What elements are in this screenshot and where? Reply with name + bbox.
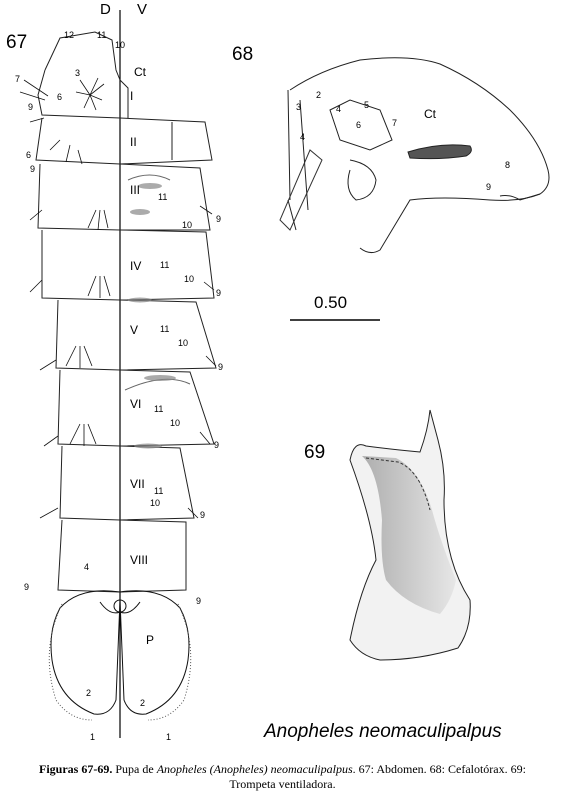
paddles: [48, 590, 192, 721]
svg-text:2: 2: [316, 90, 321, 100]
ct-label-67: Ct: [134, 65, 147, 79]
seta-num-9-viii-r: 9: [196, 596, 201, 606]
figure-67-abdomen: D V 67 Ct: [6, 1, 223, 742]
caption-line-2: Trompeta ventiladora.: [229, 777, 336, 791]
caption-bold-prefix: Figuras 67-69.: [39, 762, 113, 776]
figure-68-number: 68: [232, 44, 253, 65]
ct-label-68: Ct: [424, 107, 437, 121]
seta-num-6-ii: 6: [26, 150, 31, 160]
seta-num-11-vii: 11: [154, 486, 163, 496]
seta-num-2-paddle-r: 2: [140, 698, 145, 708]
seta-num-2-paddle-l: 2: [86, 688, 91, 698]
dorsal-label: D: [100, 1, 111, 18]
svg-text:4: 4: [336, 104, 341, 114]
svg-text:6: 6: [356, 120, 361, 130]
svg-text:4: 4: [300, 132, 305, 142]
figure-67-number: 67: [6, 32, 27, 53]
figure-plate: D V 67 Ct: [6, 1, 550, 742]
segment-plates: [35, 117, 217, 593]
segment-label-iii: III: [130, 183, 140, 197]
svg-text:3: 3: [296, 102, 301, 112]
scale-bar-value: 0.50: [314, 293, 347, 312]
scale-bar: 0.50: [290, 293, 380, 321]
segment-label-viii: VIII: [130, 553, 148, 567]
species-name: Anopheles neomaculipalpus: [264, 721, 502, 742]
seta-num-3-i: 3: [75, 68, 80, 78]
paddle-label: P: [146, 633, 154, 647]
seta-num-9-viii-l: 9: [24, 582, 29, 592]
segment-label-i: I: [130, 89, 133, 103]
seta-num-12: 12: [64, 30, 74, 40]
seta-num-6-i: 6: [57, 92, 62, 102]
seta-num-9-iv: 9: [216, 288, 221, 298]
seta-num-4-viii: 4: [84, 562, 89, 572]
setae-tufts: [19, 77, 217, 519]
seta-num-10-top: 10: [115, 40, 125, 50]
seta-num-9-i: 9: [28, 102, 33, 112]
figure-68-cephalothorax: 68 3 2 4 4 5 6 7 8 9 Ct: [232, 44, 550, 254]
caption-species: Anopheles (Anopheles) neomaculipalpus: [156, 762, 353, 776]
figure-69-number: 69: [304, 442, 325, 463]
seta-num-1-paddle-l: 1: [90, 732, 95, 742]
segment-label-vii: VII: [130, 477, 145, 491]
trumpet-pinna-shade: [362, 456, 456, 614]
seta-num-11-iii: 11: [158, 192, 167, 202]
seta-num-10-iv: 10: [184, 274, 194, 284]
cephalothorax-dorsal-outline: [289, 57, 550, 201]
seta-num-10-vi: 10: [170, 418, 180, 428]
ventral-label: V: [137, 1, 147, 18]
caption-text-2: . 67: Abdomen. 68: Cefalotórax. 69:: [352, 762, 526, 776]
svg-text:8: 8: [505, 160, 510, 170]
caption-text-1: Pupa de: [112, 762, 157, 776]
svg-text:7: 7: [392, 118, 397, 128]
segment-label-iv: IV: [130, 259, 141, 273]
seta-num-10-v: 10: [178, 338, 188, 348]
seta-num-1-paddle-r: 1: [166, 732, 171, 742]
svg-text:9: 9: [486, 182, 491, 192]
seta-num-9-vii: 9: [200, 510, 205, 520]
seta-num-11-top: 11: [97, 30, 106, 40]
seta-num-11-vi: 11: [154, 404, 163, 414]
seta-num-7: 7: [15, 74, 20, 84]
seta-num-9-ii: 9: [30, 164, 35, 174]
seta-num-10-iii: 10: [182, 220, 192, 230]
segment-i-dorsal-outline: [44, 31, 121, 81]
svg-text:5: 5: [364, 100, 369, 110]
seta-num-9-vi: 9: [214, 440, 219, 450]
seta-num-9-iii: 9: [216, 214, 221, 224]
figure-69-trumpet: 69: [304, 409, 471, 661]
seta-num-9-v: 9: [218, 362, 223, 372]
segment-label-vi: VI: [130, 397, 141, 411]
segment-label-v: V: [130, 323, 138, 337]
seta-num-11-v: 11: [160, 324, 169, 334]
seta-num-11-iv: 11: [160, 260, 169, 270]
figure-caption: Figuras 67-69. Pupa de Anopheles (Anophe…: [0, 762, 565, 792]
segment-label-ii: II: [130, 135, 137, 149]
seta-num-10-vii: 10: [150, 498, 160, 508]
